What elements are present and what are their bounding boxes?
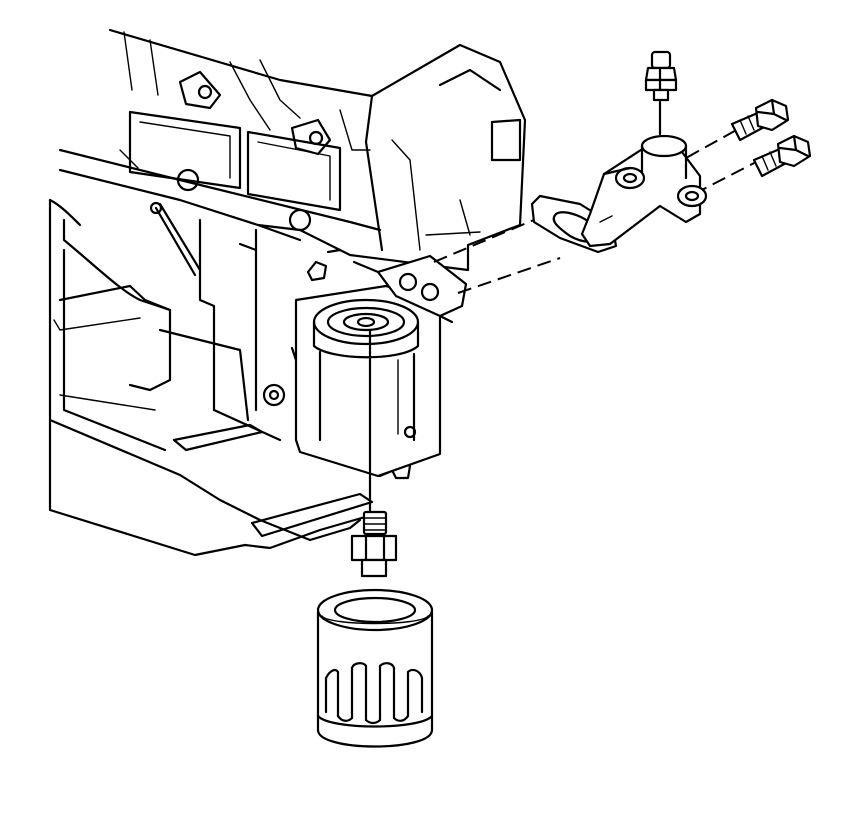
elbow-bolt-lower [752,134,812,178]
filter-nipple [350,510,398,578]
oil-filter-adapter [294,254,468,478]
pressure-sensor [644,50,678,102]
engine-block [48,28,527,272]
oil-filter [316,588,434,748]
outlet-elbow [580,134,708,248]
explode-lines [368,100,761,514]
elbow-bolt-upper [730,98,790,142]
